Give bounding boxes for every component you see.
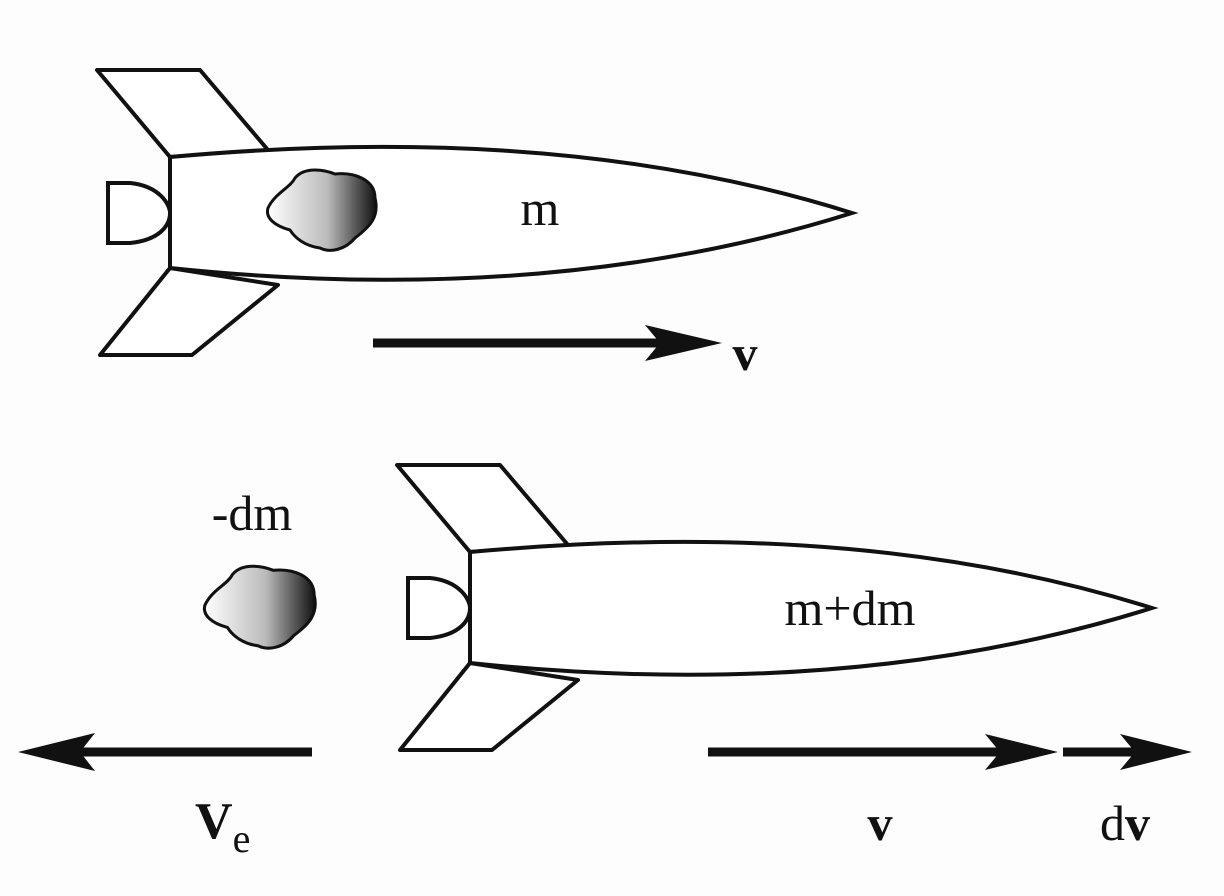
exhaust-velocity-label: Ve [195, 793, 250, 861]
exhaust-velocity-symbol: V [195, 793, 233, 850]
velocity-arrow-bottom [708, 734, 1058, 770]
velocity-arrow-top [373, 325, 722, 361]
velocity-label-bottom: v [868, 795, 893, 851]
velocity-change-symbol: v [1125, 795, 1150, 851]
ejected-fuel-blob [202, 564, 317, 650]
velocity-label-top: v [733, 325, 758, 381]
exhaust-velocity-subscript: e [233, 816, 251, 861]
velocity-change-arrow [1063, 734, 1192, 770]
velocity-change-prefix: d [1100, 795, 1125, 851]
rocket-before [95, 68, 854, 357]
rocket-after [395, 463, 1154, 752]
velocity-change-label: dv [1100, 795, 1150, 851]
mass-plus-dm-label: m+dm [785, 580, 916, 636]
exhaust-velocity-arrow [18, 733, 312, 771]
ejected-mass-label: -dm [212, 485, 293, 541]
mass-label: m [521, 180, 560, 236]
